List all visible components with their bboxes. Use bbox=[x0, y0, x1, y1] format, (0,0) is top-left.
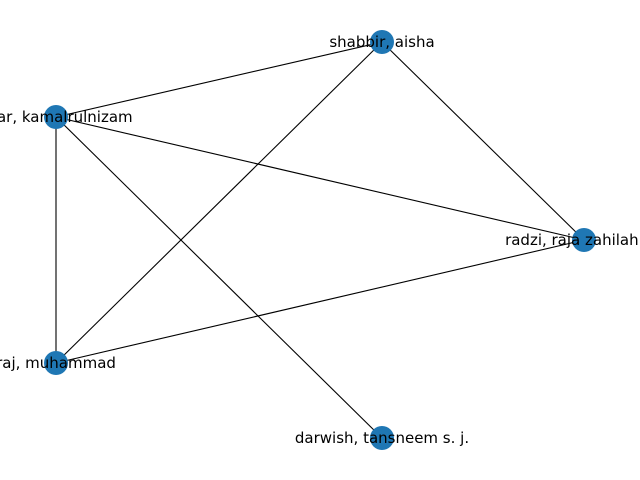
node-radzi bbox=[572, 228, 596, 252]
edge-kamalrulnizam-darwish bbox=[55, 116, 383, 439]
node-label-radzi: radzi, raja zahilah raj bbox=[505, 231, 640, 249]
node-label-darwish: darwish, tansneem s. j. bbox=[295, 429, 469, 447]
node-shabbir bbox=[370, 30, 394, 54]
node-kamalrulnizam bbox=[44, 105, 68, 129]
edge-shabbir-radzi bbox=[381, 41, 585, 241]
label-layer: shabbir, aisha akar, kamalrulnizam radzi, … bbox=[0, 33, 640, 447]
node-label-muhammad: raj, muhammad bbox=[0, 354, 116, 372]
edge-muhammad-radzi bbox=[55, 239, 585, 364]
node-layer bbox=[44, 30, 596, 450]
node-muhammad bbox=[44, 351, 68, 375]
node-label-shabbir: shabbir, aisha bbox=[329, 33, 434, 51]
node-label-kamalrulnizam: akar, kamalrulnizam bbox=[0, 108, 133, 126]
node-darwish bbox=[370, 426, 394, 450]
edge-kamalrulnizam-radzi bbox=[55, 116, 585, 241]
edge-layer bbox=[55, 41, 585, 439]
edge-shabbir-muhammad bbox=[55, 41, 383, 364]
edge-kamalrulnizam-shabbir bbox=[55, 41, 383, 118]
